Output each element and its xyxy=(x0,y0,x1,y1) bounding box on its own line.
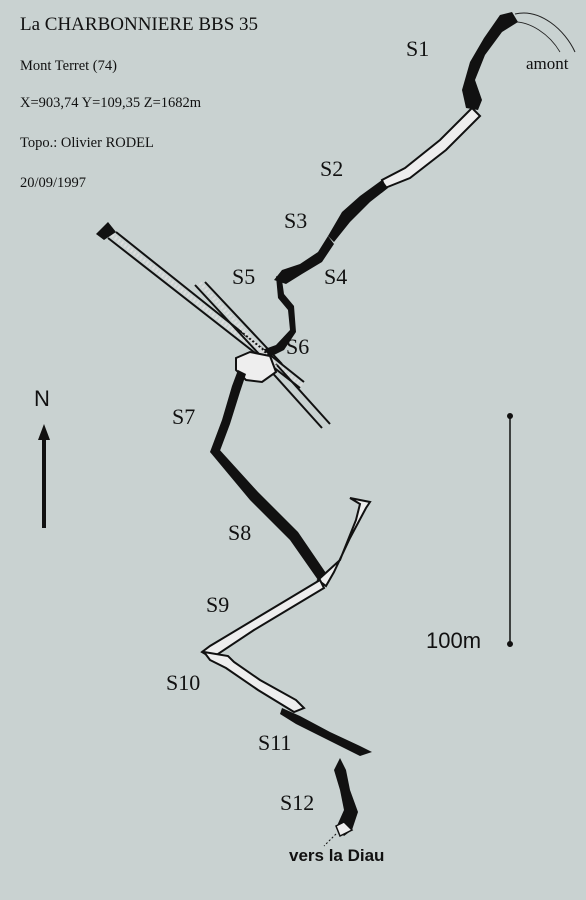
survey-credit: Topo.: Olivier RODEL xyxy=(20,135,154,151)
label-s2: S2 xyxy=(320,156,344,181)
gallery-nw-end xyxy=(96,222,116,240)
survey-date: 20/09/1997 xyxy=(20,175,87,191)
label-s10: S10 xyxy=(166,670,201,695)
map-title: La CHARBONNIERE BBS 35 xyxy=(20,14,259,35)
scale-bar-bottom xyxy=(507,641,513,647)
downstream-label: vers la Diau xyxy=(289,846,385,865)
label-s7: S7 xyxy=(172,404,196,429)
downstream-dotted xyxy=(323,833,337,847)
label-s9: S9 xyxy=(206,592,230,617)
upstream-arc xyxy=(514,12,576,53)
scale-label: 100m xyxy=(426,628,482,653)
label-s6: S6 xyxy=(286,334,310,359)
gallery-s7 xyxy=(210,370,246,456)
gallery-s7-s8 xyxy=(210,448,328,580)
gallery-s11 xyxy=(280,708,372,756)
label-s4: S4 xyxy=(324,264,348,289)
gallery-s3-s4 xyxy=(274,236,334,284)
label-s5: S5 xyxy=(232,264,256,289)
gallery-s2-s3 xyxy=(328,180,388,242)
label-s12: S12 xyxy=(280,790,315,815)
gallery-s10 xyxy=(201,650,306,714)
label-s3: S3 xyxy=(284,208,308,233)
label-s8: S8 xyxy=(228,520,252,545)
label-s11: S11 xyxy=(258,730,292,755)
gallery-s5-s6 xyxy=(262,276,296,358)
location-text: Mont Terret (74) xyxy=(20,58,117,74)
label-s1: S1 xyxy=(406,36,430,61)
north-arrow-head xyxy=(38,424,50,440)
gallery-cross-fill xyxy=(198,281,278,368)
gallery-s1 xyxy=(462,12,518,110)
gallery-cross xyxy=(194,281,331,429)
gallery-s8-branch xyxy=(316,497,372,588)
upstream-arc-inner xyxy=(509,21,561,53)
scale-bar-top xyxy=(507,413,513,419)
gallery-s12 xyxy=(334,758,358,836)
north-label: N xyxy=(34,386,50,411)
upstream-label: amont xyxy=(526,54,569,73)
gallery-s1-s2 xyxy=(380,106,482,190)
downstream-end xyxy=(335,821,354,838)
coordinates-text: X=903,74 Y=109,35 Z=1682m xyxy=(20,95,202,111)
